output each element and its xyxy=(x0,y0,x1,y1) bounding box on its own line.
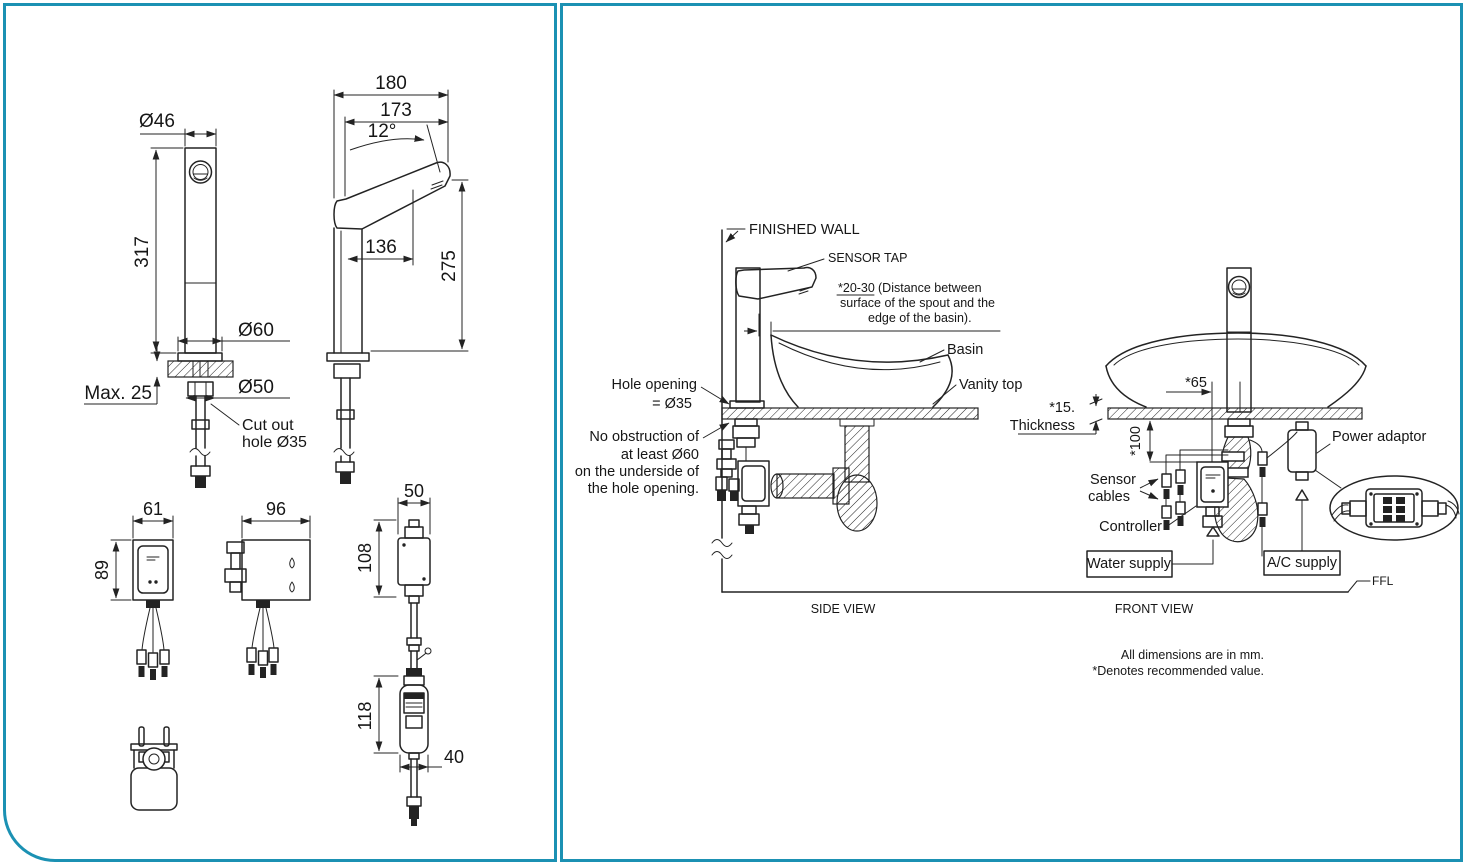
dim-controller-width: 61 xyxy=(143,499,163,519)
dim-thickness-label: Thickness xyxy=(1010,418,1075,434)
sensor-cables-label-2: cables xyxy=(1088,489,1130,505)
hole-opening-label-2: = Ø35 xyxy=(652,396,692,412)
dim-controller-depth: 96 xyxy=(266,499,286,519)
tap-front-view: Ø46 317 Ø60 Max. 25 Ø50 Cut out hole Ø35 xyxy=(84,111,307,488)
dim-dia-shank: Ø50 xyxy=(238,377,274,398)
dim-solenoid-width: 50 xyxy=(404,481,424,501)
power-adaptor-label: Power adaptor xyxy=(1332,429,1426,445)
dim-inline-width: 40 xyxy=(444,747,464,767)
dim-max-thickness: Max. 25 xyxy=(84,383,152,404)
power-adapter-plug-icon xyxy=(130,726,178,811)
dim-controller-height: 89 xyxy=(92,560,112,580)
note-recommended: *Denotes recommended value. xyxy=(1092,664,1264,678)
spout-distance-dim: *20-30 xyxy=(838,281,875,295)
spout-distance-note-3: edge of the basin). xyxy=(868,311,972,325)
dim-depth-total: 180 xyxy=(375,73,407,94)
side-view-caption: SIDE VIEW xyxy=(811,602,876,616)
sensor-window-icon xyxy=(1227,275,1251,299)
sensor-tap-label: SENSOR TAP xyxy=(828,251,907,265)
dimensions-panel xyxy=(3,3,557,862)
sensor-cables-label-1: Sensor xyxy=(1090,472,1136,488)
undercounter-assembly-side xyxy=(715,418,770,534)
tap-side-view: 180 173 12° 136 275 xyxy=(326,73,469,484)
power-cable xyxy=(1249,431,1298,557)
no-obstruction-note-4: the hole opening. xyxy=(588,481,699,497)
spout-distance-note-2: surface of the spout and the xyxy=(840,296,995,310)
spout-distance-note-1: (Distance between xyxy=(878,281,982,295)
drain-trap-side xyxy=(770,418,878,532)
undercounter-assembly-front xyxy=(1214,418,1259,543)
dim-height: 317 xyxy=(132,236,153,268)
basin-label: Basin xyxy=(947,342,983,358)
dim-solenoid-height: 108 xyxy=(355,543,375,573)
front-view-caption: FRONT VIEW xyxy=(1115,602,1193,616)
hole-opening-label-1: Hole opening xyxy=(612,377,697,393)
vanity-top-label: Vanity top xyxy=(959,377,1022,393)
dim-spout-angle: 12° xyxy=(368,121,397,142)
controller-front-view: 61 89 xyxy=(92,499,174,680)
solenoid-assembly: 50 108 118 xyxy=(355,481,464,826)
dim-depth-spout: 173 xyxy=(380,100,412,121)
note-units: All dimensions are in mm. xyxy=(1121,648,1264,662)
dim-dia-base: Ø60 xyxy=(238,320,274,341)
dim-spout-reach: 136 xyxy=(365,237,397,258)
basin-front-profile xyxy=(1105,332,1367,408)
controller-side-view: 96 xyxy=(224,499,311,678)
power-adaptor xyxy=(1287,421,1317,481)
controller-label: Controller xyxy=(1099,519,1162,535)
no-obstruction-note-3: on the underside of xyxy=(575,464,700,480)
dim-spout-height: 275 xyxy=(439,250,460,282)
dim-dia-body: Ø46 xyxy=(139,111,175,132)
basin-side-profile xyxy=(770,334,953,408)
cutout-note-line2: hole Ø35 xyxy=(242,434,307,451)
controller-front xyxy=(1196,461,1229,537)
sensor-window-icon xyxy=(188,160,213,184)
cutout-note-line1: Cut out xyxy=(242,417,294,434)
sensor-c able-connectors xyxy=(1161,449,1229,530)
installation-side-view: FINISHED WALL SENSOR TAP *20-30 (Distanc… xyxy=(575,222,1394,616)
installation-panel xyxy=(560,3,1463,862)
dim-clearance: *100 xyxy=(1128,426,1144,456)
installation-front-view: *65 *15. Thickness *100 xyxy=(1010,267,1460,616)
finished-wall-label: FINISHED WALL xyxy=(749,222,860,238)
dim-thickness-value: *15. xyxy=(1049,400,1075,416)
ac-supply-label: A/C supply xyxy=(1267,555,1338,571)
dim-inline-height: 118 xyxy=(355,702,375,731)
dim-offset: *65 xyxy=(1185,375,1207,391)
water-supply-label: Water supply xyxy=(1087,556,1172,572)
no-obstruction-note-2: at least Ø60 xyxy=(621,447,699,463)
notes: All dimensions are in mm. *Denotes recom… xyxy=(1092,648,1264,678)
adaptor-connector-detail xyxy=(1314,469,1460,541)
no-obstruction-note-1: No obstruction of xyxy=(589,429,700,445)
ffl-label: FFL xyxy=(1372,574,1394,588)
